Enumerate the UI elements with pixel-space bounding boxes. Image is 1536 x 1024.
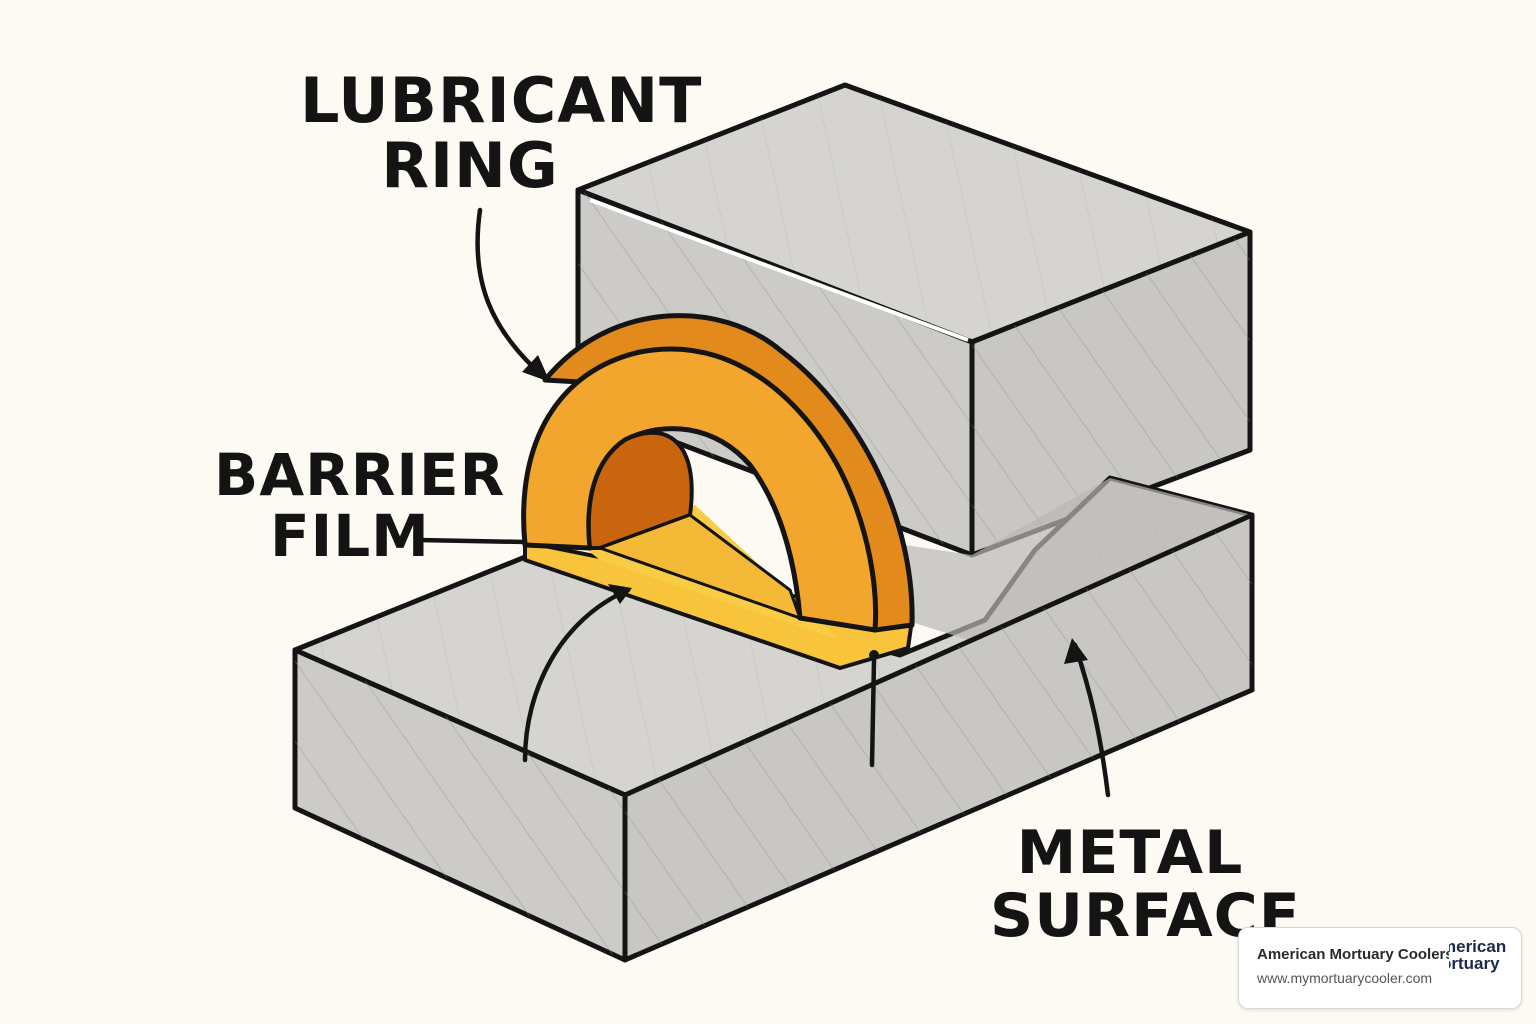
lubricant-ring-label-line2: RING	[381, 129, 559, 203]
badge-url-link[interactable]: www.mymortuarycooler.com	[1257, 970, 1433, 986]
badge-company-name: American Mortuary Coolers	[1257, 946, 1454, 963]
metal-surface-label-line2: SURFACE	[990, 881, 1301, 951]
barrier-film-label-line2: FILM	[270, 501, 430, 570]
ring-inner-tunnel	[586, 430, 694, 550]
barrier-film-label-line1: BARRIER	[214, 441, 506, 509]
lubricant-ring-label: LUBRICANT RING	[300, 64, 703, 203]
logo-text-line2: ortuary	[1449, 954, 1500, 973]
brand-badge[interactable]: American Mortuary Coolers www.mymortuary…	[1238, 927, 1522, 1009]
logo-text-line1: merican	[1449, 938, 1507, 956]
film-arrow	[522, 587, 631, 763]
barrier-film-label: BARRIER FILM	[214, 445, 505, 567]
company-logo: merican ortuary	[1449, 938, 1513, 994]
film-leader-line	[415, 537, 528, 545]
metal-surface-label: METAL SURFACE	[990, 818, 1301, 951]
lubricant-ring	[521, 313, 915, 633]
metal-surface-label-line1: METAL	[1016, 818, 1244, 888]
leader-lines	[415, 207, 1111, 798]
lubricant-ring-label-line1: LUBRICANT	[300, 64, 703, 137]
ring-arrow	[475, 207, 548, 381]
film-pointer-line	[869, 657, 877, 768]
